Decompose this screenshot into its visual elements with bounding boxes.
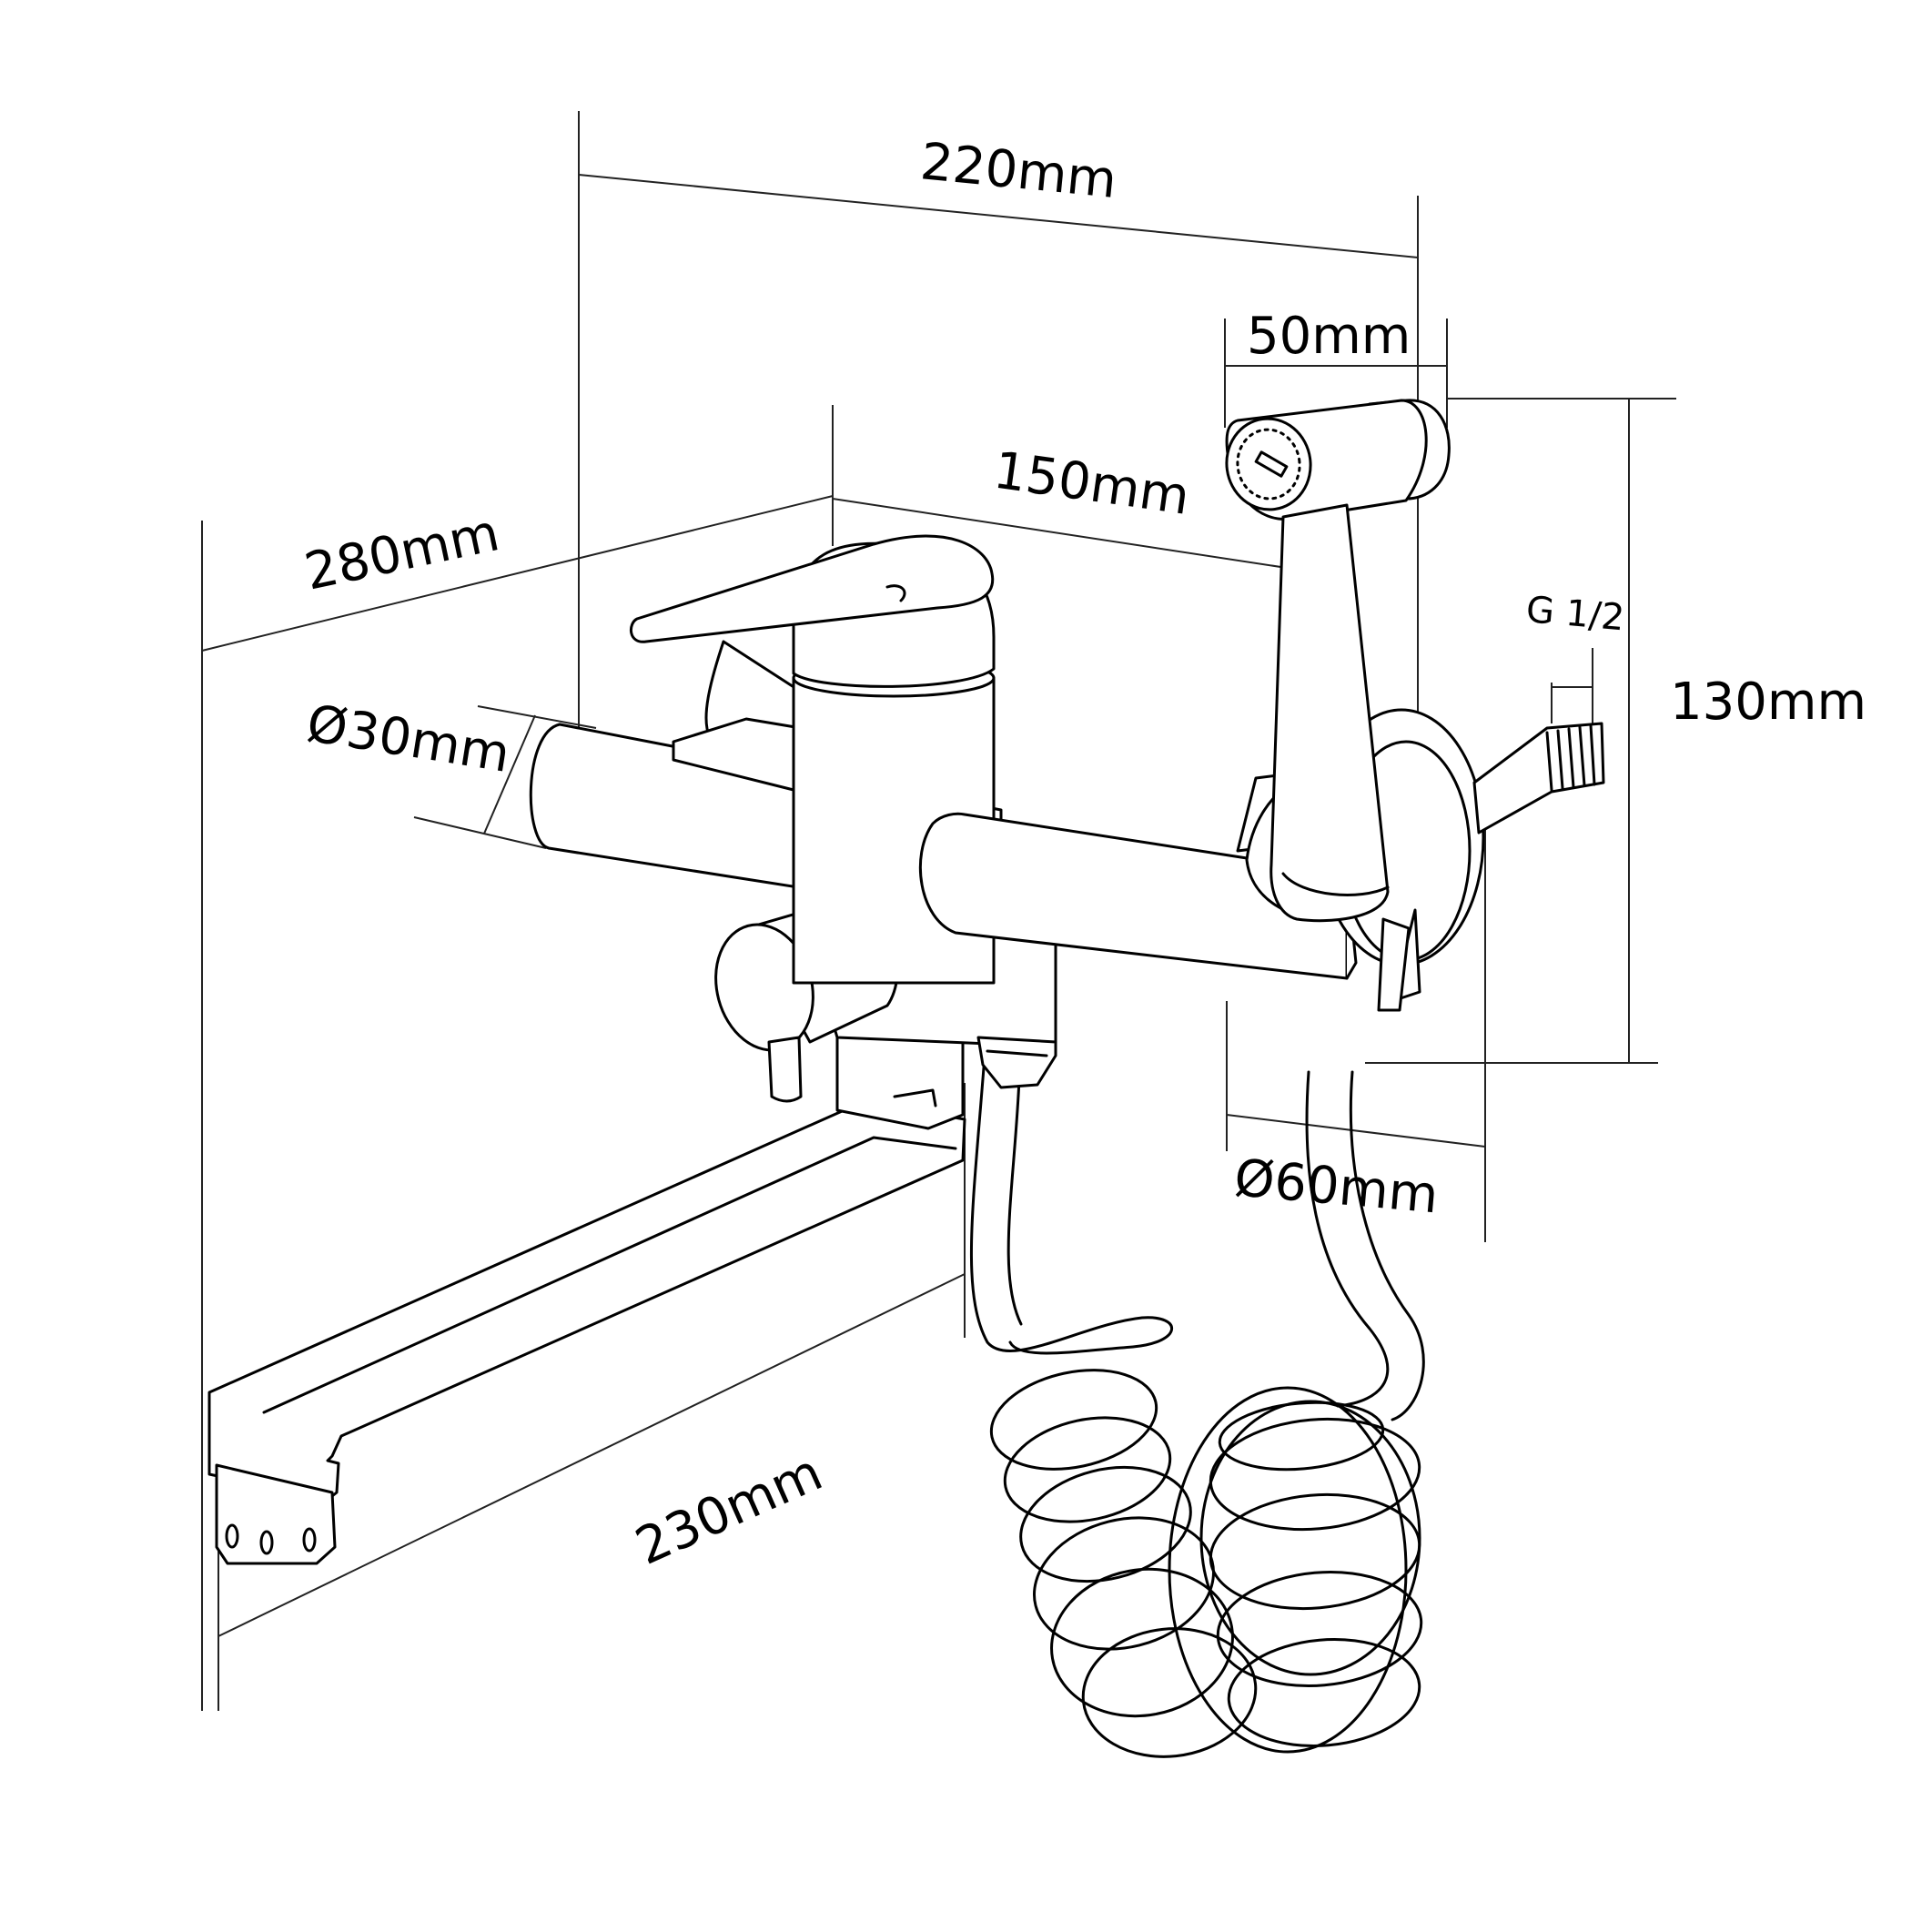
label-230mm: 230mm [627,1443,831,1577]
right-body-tube [918,812,1358,1089]
label-diameter-60mm: Ø60mm [1232,1148,1441,1225]
dimension-lines [201,111,1676,1711]
spiral-hose [969,1054,1425,1758]
label-g-1-2: G 1/2 [1524,589,1626,639]
spout [207,1027,966,1565]
label-50mm: 50mm [1247,307,1411,366]
label-130mm: 130mm [1670,673,1866,732]
hand-shower [1225,399,1451,923]
label-150mm: 150mm [990,440,1193,526]
label-280mm: 280mm [299,503,504,602]
label-220mm: 220mm [918,132,1119,210]
